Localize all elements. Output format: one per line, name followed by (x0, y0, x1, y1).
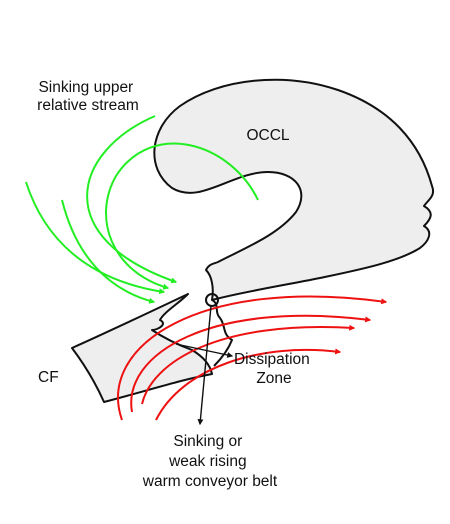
sinking-stream-arrows (25, 115, 259, 304)
sinking-stream-arrow (61, 199, 156, 304)
dissipation-edge (211, 299, 233, 367)
belt-pointer-line (197, 305, 212, 426)
warm-conveyor-belt-arrows (117, 295, 388, 421)
occlusion-cloud-head (153, 78, 434, 301)
warm-conveyor-arrow (130, 314, 372, 413)
sinking-stream-arrow (105, 142, 259, 290)
warm-conveyor-arrow (141, 324, 356, 405)
sinking-stream-label: Sinking upper relative stream (37, 79, 139, 114)
dissipation-point-marker (205, 293, 219, 307)
warm-conveyor-belt-label: Sinking or weak rising warm conveyor bel… (142, 433, 278, 490)
sinking-stream-arrow (25, 181, 166, 295)
occl-label: OCCL (246, 127, 289, 144)
cold-front-label: CF (38, 369, 59, 386)
dissipation-zone-label: Dissipation Zone (234, 351, 314, 387)
sinking-stream-arrow (86, 115, 178, 284)
dissipation-pointer-line (175, 343, 234, 358)
cold-front-band (71, 293, 213, 403)
warm-conveyor-arrow (117, 295, 388, 421)
warm-conveyor-arrow (155, 348, 342, 421)
